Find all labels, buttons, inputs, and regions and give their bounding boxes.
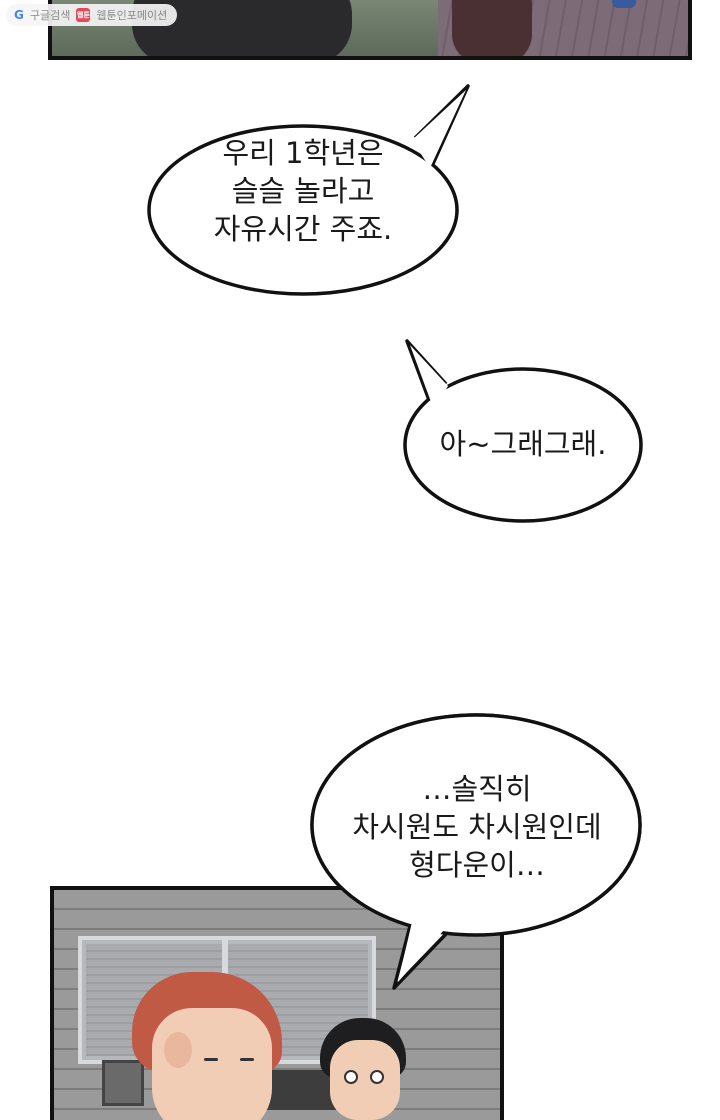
watermark-site-name: 웹툰인포메이션	[96, 9, 168, 22]
bubble-3-line-1: …솔직히	[422, 772, 532, 806]
google-logo-icon: G	[14, 8, 24, 22]
character-eye-right	[240, 1058, 254, 1061]
boy-eye-left	[344, 1070, 358, 1084]
speech-bubble-1	[147, 84, 470, 296]
speech-bubble-2	[403, 339, 643, 523]
bubble-1-line-3: 자유시간 주죠.	[213, 212, 393, 246]
bubble-1-line-1: 우리 1학년은	[222, 136, 384, 170]
speech-bubble-1-text: 우리 1학년은 슬슬 놀라고 자유시간 주죠.	[153, 134, 453, 248]
bubble-3-line-2: 차시원도 차시원인데	[352, 810, 602, 844]
speech-bubble-2-text: 아~그래그래.	[413, 425, 633, 463]
bubble-3-line-3: 형다운이…	[409, 848, 545, 882]
character-ear	[164, 1032, 192, 1068]
character-shoe	[612, 0, 636, 8]
speech-bubble-3-text: …솔직히 차시원도 차시원인데 형다운이…	[322, 770, 632, 884]
boy-eye-right	[370, 1070, 384, 1084]
watermark-search-label: 구글검색	[29, 9, 71, 22]
character-eye-left	[204, 1058, 218, 1061]
character-brown-hair	[452, 0, 532, 56]
bubble-1-line-2: 슬슬 놀라고	[231, 174, 375, 208]
comic-panel-bottom	[50, 886, 504, 1120]
watermark-bar: G 구글검색 웹툰 웹툰인포메이션	[6, 4, 178, 26]
comic-panel-top	[48, 0, 692, 60]
bubble-2-line-1: 아~그래그래.	[439, 427, 607, 461]
webtoon-logo-icon: 웹툰	[76, 8, 91, 22]
